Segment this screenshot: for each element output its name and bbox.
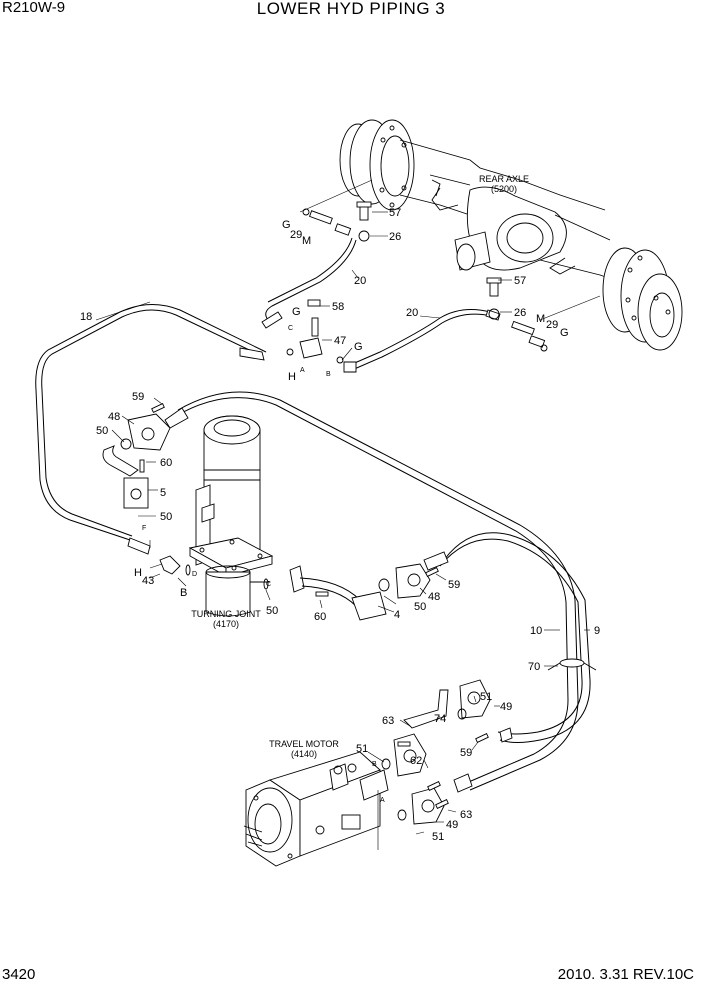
callout: 58 <box>332 301 344 313</box>
callout: 26 <box>389 231 401 243</box>
page-title: LOWER HYD PIPING 3 <box>256 0 446 18</box>
callout: H <box>134 567 142 579</box>
port-marks: A B C D F B A C <box>142 325 385 804</box>
callout: 63 <box>382 715 394 727</box>
callout: 60 <box>160 457 172 469</box>
turning-joint-label: TURNING JOINT <box>191 609 261 619</box>
callout: G <box>560 327 569 339</box>
callout: 59 <box>448 579 460 591</box>
callout: 20 <box>406 307 418 319</box>
port-mark: C <box>288 325 293 332</box>
model-code: R210W-9 <box>2 0 66 16</box>
part-callouts: 57 26 G 29 M 20 18 G 58 47 G H 20 57 26 … <box>80 207 600 843</box>
callout: M <box>302 235 311 247</box>
callout: 51 <box>356 743 368 755</box>
callout: 60 <box>314 611 326 623</box>
callout: 49 <box>500 701 512 713</box>
hose-routing <box>35 237 591 791</box>
callout: 63 <box>460 809 472 821</box>
port-mark: A <box>300 367 305 374</box>
callout: 10 <box>530 625 542 637</box>
callout: 57 <box>514 275 526 287</box>
hose-fittings <box>127 201 597 793</box>
callout: 59 <box>460 747 472 759</box>
callout: 43 <box>142 575 154 587</box>
callout: 59 <box>132 391 144 403</box>
callout: 48 <box>108 411 120 423</box>
callout: 29 <box>546 319 558 331</box>
callout: 62 <box>410 755 422 767</box>
callout: 47 <box>334 335 346 347</box>
port-mark: B <box>372 761 377 768</box>
callout: 26 <box>514 307 526 319</box>
callout: 70 <box>528 661 540 673</box>
callout: 50 <box>414 601 426 613</box>
turning-joint-drawing <box>102 403 439 621</box>
callout: 49 <box>446 819 458 831</box>
callout: 57 <box>389 207 401 219</box>
callout: 29 <box>290 229 302 241</box>
rear-axle-label: REAR AXLE <box>479 174 529 184</box>
callout: G <box>282 219 291 231</box>
callout: 4 <box>394 609 400 621</box>
callout: 5 <box>160 487 166 499</box>
callout: 20 <box>354 275 366 287</box>
travel-motor-drawing <box>243 679 491 867</box>
assembly-labels: REAR AXLE (5200) TURNING JOINT (4170) TR… <box>191 174 529 759</box>
port-mark: C <box>266 581 271 588</box>
callout: 18 <box>80 311 92 323</box>
rear-axle-code: (5200) <box>491 184 517 194</box>
leader-lines <box>95 211 590 835</box>
callout: 50 <box>96 425 108 437</box>
callout: 74 <box>434 713 446 725</box>
callout: 48 <box>428 591 440 603</box>
callout: G <box>292 306 301 318</box>
revision-date: 2010. 3.31 REV.10C <box>557 966 694 983</box>
travel-motor-code: (4140) <box>291 749 317 759</box>
callout: B <box>180 587 187 599</box>
callout: 51 <box>432 831 444 843</box>
callout: G <box>354 341 363 353</box>
rear-axle-drawing <box>299 119 683 351</box>
travel-motor-label: TRAVEL MOTOR <box>269 739 339 749</box>
port-mark: A <box>380 797 385 804</box>
callout: 9 <box>594 625 600 637</box>
callout: 50 <box>266 605 278 617</box>
turning-joint-code: (4170) <box>213 619 239 629</box>
port-mark: F <box>142 525 146 532</box>
page-number: 3420 <box>2 966 36 983</box>
callout: 51 <box>480 691 492 703</box>
callout: 50 <box>160 511 172 523</box>
port-mark: B <box>326 371 331 378</box>
callout: M <box>536 313 545 325</box>
port-mark: D <box>192 571 197 578</box>
callout: H <box>288 371 296 383</box>
